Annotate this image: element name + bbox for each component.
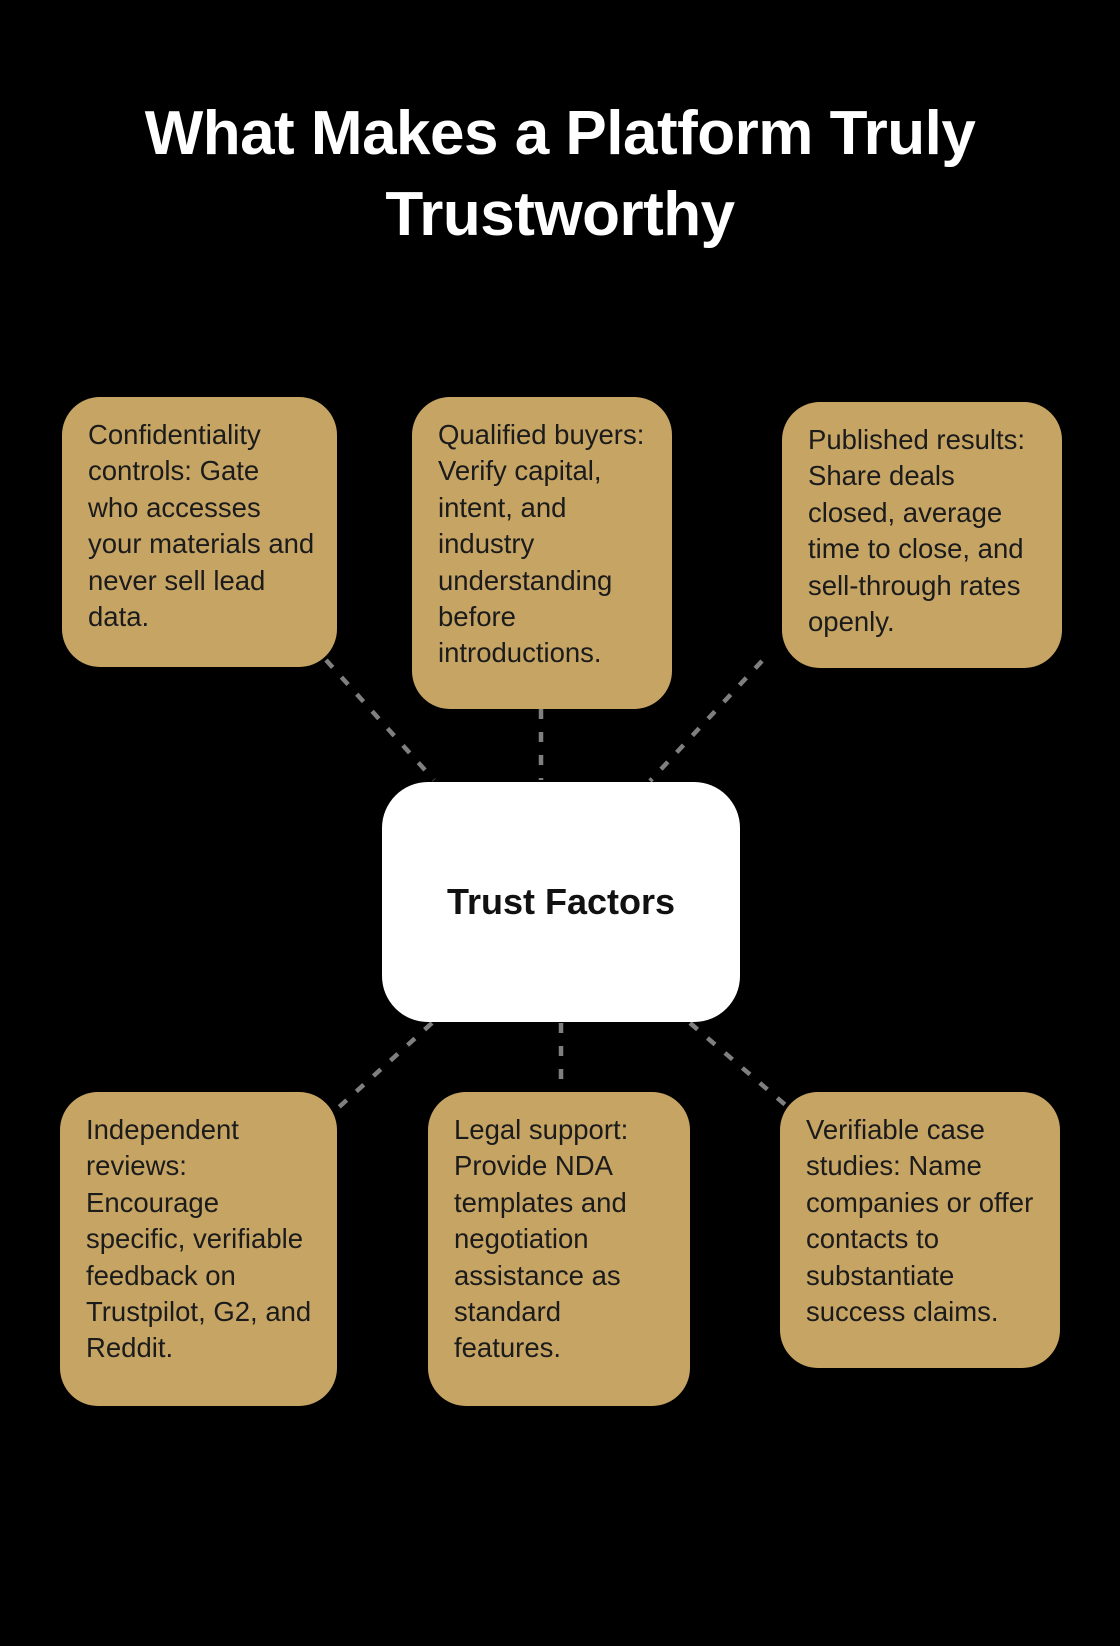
center-node-label: Trust Factors (446, 881, 676, 922)
connector-top-right-icon (648, 659, 764, 783)
factor-text: Published results: Share deals closed, a… (808, 424, 1026, 638)
factor-node-qualified-buyers: Qualified buyers: Verify capital, intent… (412, 397, 672, 709)
center-node-trust-factors: Trust Factors (382, 782, 740, 1022)
factor-node-confidentiality-controls: Confidentiality controls: Gate who acces… (62, 397, 337, 667)
factor-text: Independent reviews: Encourage specific,… (86, 1114, 312, 1364)
factor-text: Qualified buyers: Verify capital, intent… (438, 419, 645, 669)
factor-node-published-results: Published results: Share deals closed, a… (782, 402, 1062, 668)
factor-text: Verifiable case studies: Name companies … (806, 1114, 1034, 1328)
connector-top-left-icon (324, 658, 436, 782)
connector-bottom-left-icon (336, 1021, 434, 1110)
factor-node-legal-support: Legal support: Provide NDA templates and… (428, 1092, 690, 1406)
factor-node-verifiable-case-studies: Verifiable case studies: Name companies … (780, 1092, 1060, 1368)
factor-node-independent-reviews: Independent reviews: Encourage specific,… (60, 1092, 337, 1406)
factor-text: Legal support: Provide NDA templates and… (454, 1114, 629, 1364)
page-title: What Makes a Platform Truly Trustworthy (144, 99, 976, 249)
factor-text: Confidentiality controls: Gate who acces… (88, 419, 315, 633)
connector-bottom-right-icon (688, 1021, 791, 1110)
